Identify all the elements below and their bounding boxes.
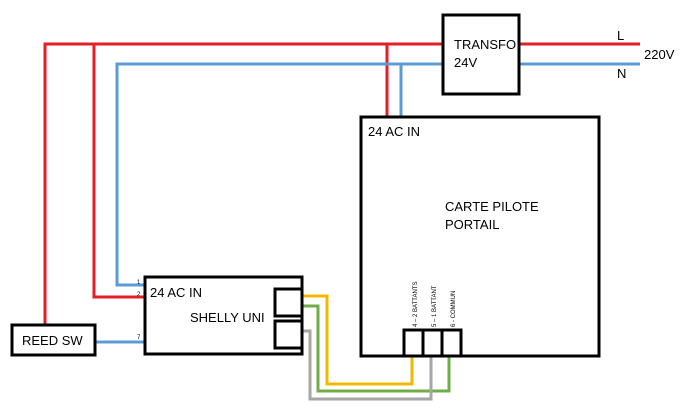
terminal-6	[440, 328, 463, 358]
neutral-main-wire	[115, 62, 443, 287]
shelly-output-1	[273, 287, 304, 318]
terminal-4-label: 4 – 2 BATTANTS	[413, 282, 419, 327]
transformer: TRANSFO 24V	[441, 13, 521, 96]
terminal-5-label: 5 – 1 BATTANT	[432, 285, 438, 327]
shelly-input-label: 24 AC IN	[150, 285, 202, 300]
live-to-shelly-wire	[92, 44, 145, 299]
neutral-wires	[95, 62, 640, 344]
transformer-label-1: TRANSFO	[454, 37, 516, 52]
reed-switch: REED SW	[10, 323, 97, 357]
live-main-wire	[43, 42, 443, 325]
green-wire	[302, 304, 451, 393]
neutral-label: N	[617, 66, 626, 81]
shelly-pin-2: 2	[137, 292, 141, 298]
transformer-label-2: 24V	[454, 55, 477, 70]
shelly-uni: 24 AC IN SHELLY UNI 1 2 7	[137, 275, 304, 356]
voltage-label: 220V	[644, 47, 675, 62]
terminal-4	[402, 328, 425, 358]
carte-title-2: PORTAIL	[445, 217, 499, 232]
shelly-pin-1: 1	[137, 280, 141, 286]
carte-title-1: CARTE PILOTE	[445, 199, 539, 214]
live-label: L	[617, 28, 624, 43]
carte-input-label: 24 AC IN	[368, 124, 420, 139]
carte-pilote: 24 AC IN CARTE PILOTE PORTAIL 4 – 2 BATT…	[359, 115, 601, 358]
reed-label: REED SW	[22, 333, 83, 348]
shelly-pin-7: 7	[137, 335, 141, 341]
shelly-output-2	[273, 319, 304, 350]
shelly-title: SHELLY UNI	[190, 310, 265, 325]
yellow-wire	[302, 294, 414, 386]
live-wires	[43, 42, 640, 325]
terminal-6-label: 6 - COMMUN	[451, 291, 457, 327]
terminal-5	[421, 328, 444, 358]
